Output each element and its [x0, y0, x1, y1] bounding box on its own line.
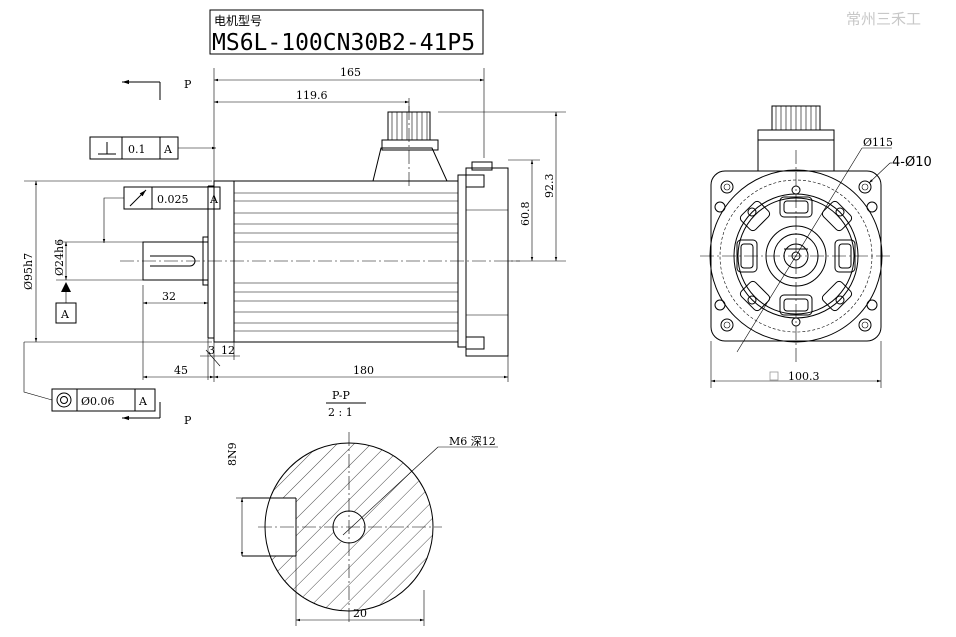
thread-spec: M6 深12 — [449, 435, 496, 448]
hub-outer — [765, 225, 827, 287]
dim-8n9: 8N9 — [226, 442, 239, 466]
dim-95h7: Ø95h7 — [22, 253, 35, 290]
tolerance-runout: 0.025 A — [102, 186, 221, 243]
dim-119-6: 119.6 — [296, 89, 328, 102]
dim-24h6: Ø24h6 — [53, 239, 66, 276]
dim-180: 180 — [353, 364, 374, 377]
tolerance-perpendicularity: 0.1 A — [89, 136, 216, 160]
model-name: MS6L-100CN30B2-41P5 — [212, 30, 475, 56]
front-view: Ø115 4-Ø10 100.3 — [700, 105, 932, 388]
datum-a-box — [55, 302, 77, 324]
tol-conc-datum: A — [138, 395, 148, 408]
side-view: P 165 119.6 0.1 A 0.025 A — [22, 66, 566, 427]
concentricity-icon — [56, 392, 72, 408]
tol-runout-value: 0.025 — [157, 193, 189, 206]
connector-front — [757, 105, 835, 172]
tol-perp-datum: A — [163, 143, 173, 156]
dim-32: 32 — [162, 290, 176, 303]
tol-perp-value: 0.1 — [128, 143, 146, 156]
section-title: P-P — [332, 389, 351, 402]
dim-165: 165 — [340, 66, 361, 79]
dim-20: 20 — [353, 607, 367, 620]
tolerance-concentricity: Ø0.06 A — [23, 342, 156, 412]
dim-3: 3 — [208, 344, 215, 357]
model-label: 电机型号 — [214, 14, 262, 28]
runout-icon — [129, 189, 147, 207]
leader-thread — [342, 446, 439, 536]
motor-housing — [233, 180, 459, 343]
section-view: P-P 2 : 1 8N9 M6 深12 20 — [226, 389, 498, 626]
datum-a-label: A — [60, 308, 70, 321]
section-mark-top: P — [184, 78, 192, 91]
dim-92-3: 92.3 — [543, 174, 556, 199]
dim-100-3: 100.3 — [788, 370, 820, 383]
square-icon — [769, 371, 779, 381]
dim-4-10: 4-Ø10 — [892, 155, 932, 170]
housing-pockets — [736, 196, 856, 316]
dim-60-8: 60.8 — [519, 202, 532, 227]
mounting-holes — [714, 180, 878, 332]
model-title-block: 电机型号 MS6L-100CN30B2-41P5 — [209, 9, 484, 56]
section-mark-bottom: P — [184, 414, 192, 427]
section-scale: 2 : 1 — [328, 406, 353, 419]
leader-115 — [736, 147, 863, 353]
dim-115: Ø115 — [863, 136, 893, 149]
tol-conc-value: Ø0.06 — [81, 395, 115, 408]
watermark-text: 常州三禾工 — [846, 10, 921, 28]
dim-12: 12 — [221, 344, 235, 357]
dim-45: 45 — [174, 364, 188, 377]
connector-top — [372, 111, 448, 182]
encoder-cover — [465, 167, 509, 357]
